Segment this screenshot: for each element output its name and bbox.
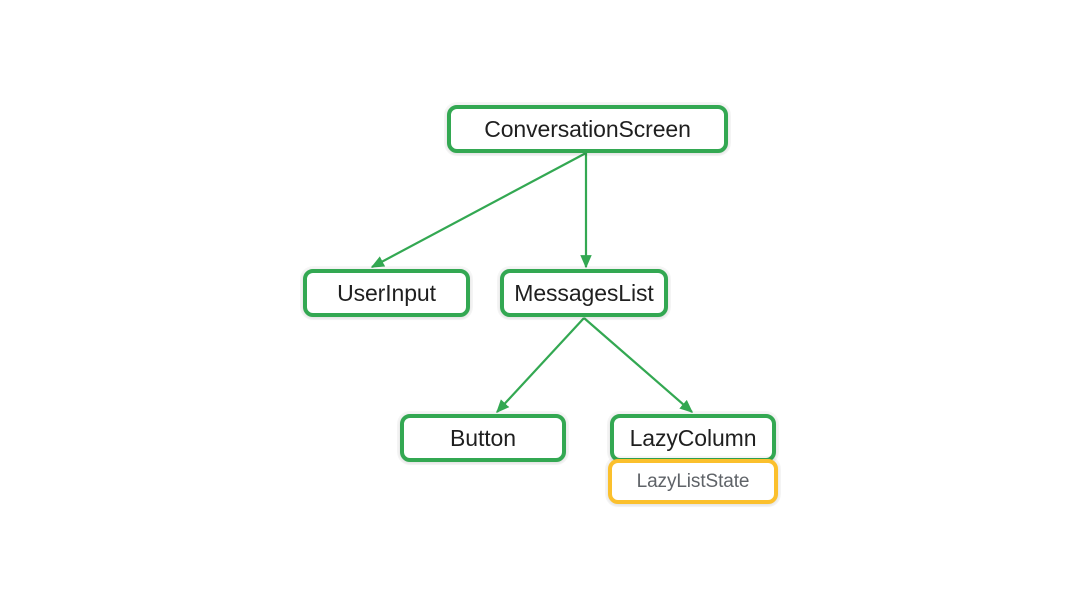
node-label: ConversationScreen bbox=[484, 115, 691, 142]
node-conversation-screen[interactable]: ConversationScreen bbox=[447, 105, 728, 153]
node-button[interactable]: Button bbox=[400, 414, 566, 462]
node-label: LazyColumn bbox=[629, 424, 757, 451]
node-messages-list[interactable]: MessagesList bbox=[500, 269, 668, 317]
node-lazy-list-state[interactable]: LazyListState bbox=[608, 459, 778, 504]
edge-messageslist-to-lazycolumn bbox=[583, 317, 693, 413]
node-label: LazyListState bbox=[636, 471, 750, 492]
edge-messageslist-to-button bbox=[496, 317, 585, 413]
node-label: MessagesList bbox=[514, 279, 654, 306]
node-label: Button bbox=[450, 424, 516, 451]
node-user-input[interactable]: UserInput bbox=[303, 269, 470, 317]
node-label: UserInput bbox=[337, 279, 436, 306]
node-lazy-column[interactable]: LazyColumn bbox=[610, 414, 776, 462]
edge-conversation-to-userinput bbox=[370, 152, 587, 268]
